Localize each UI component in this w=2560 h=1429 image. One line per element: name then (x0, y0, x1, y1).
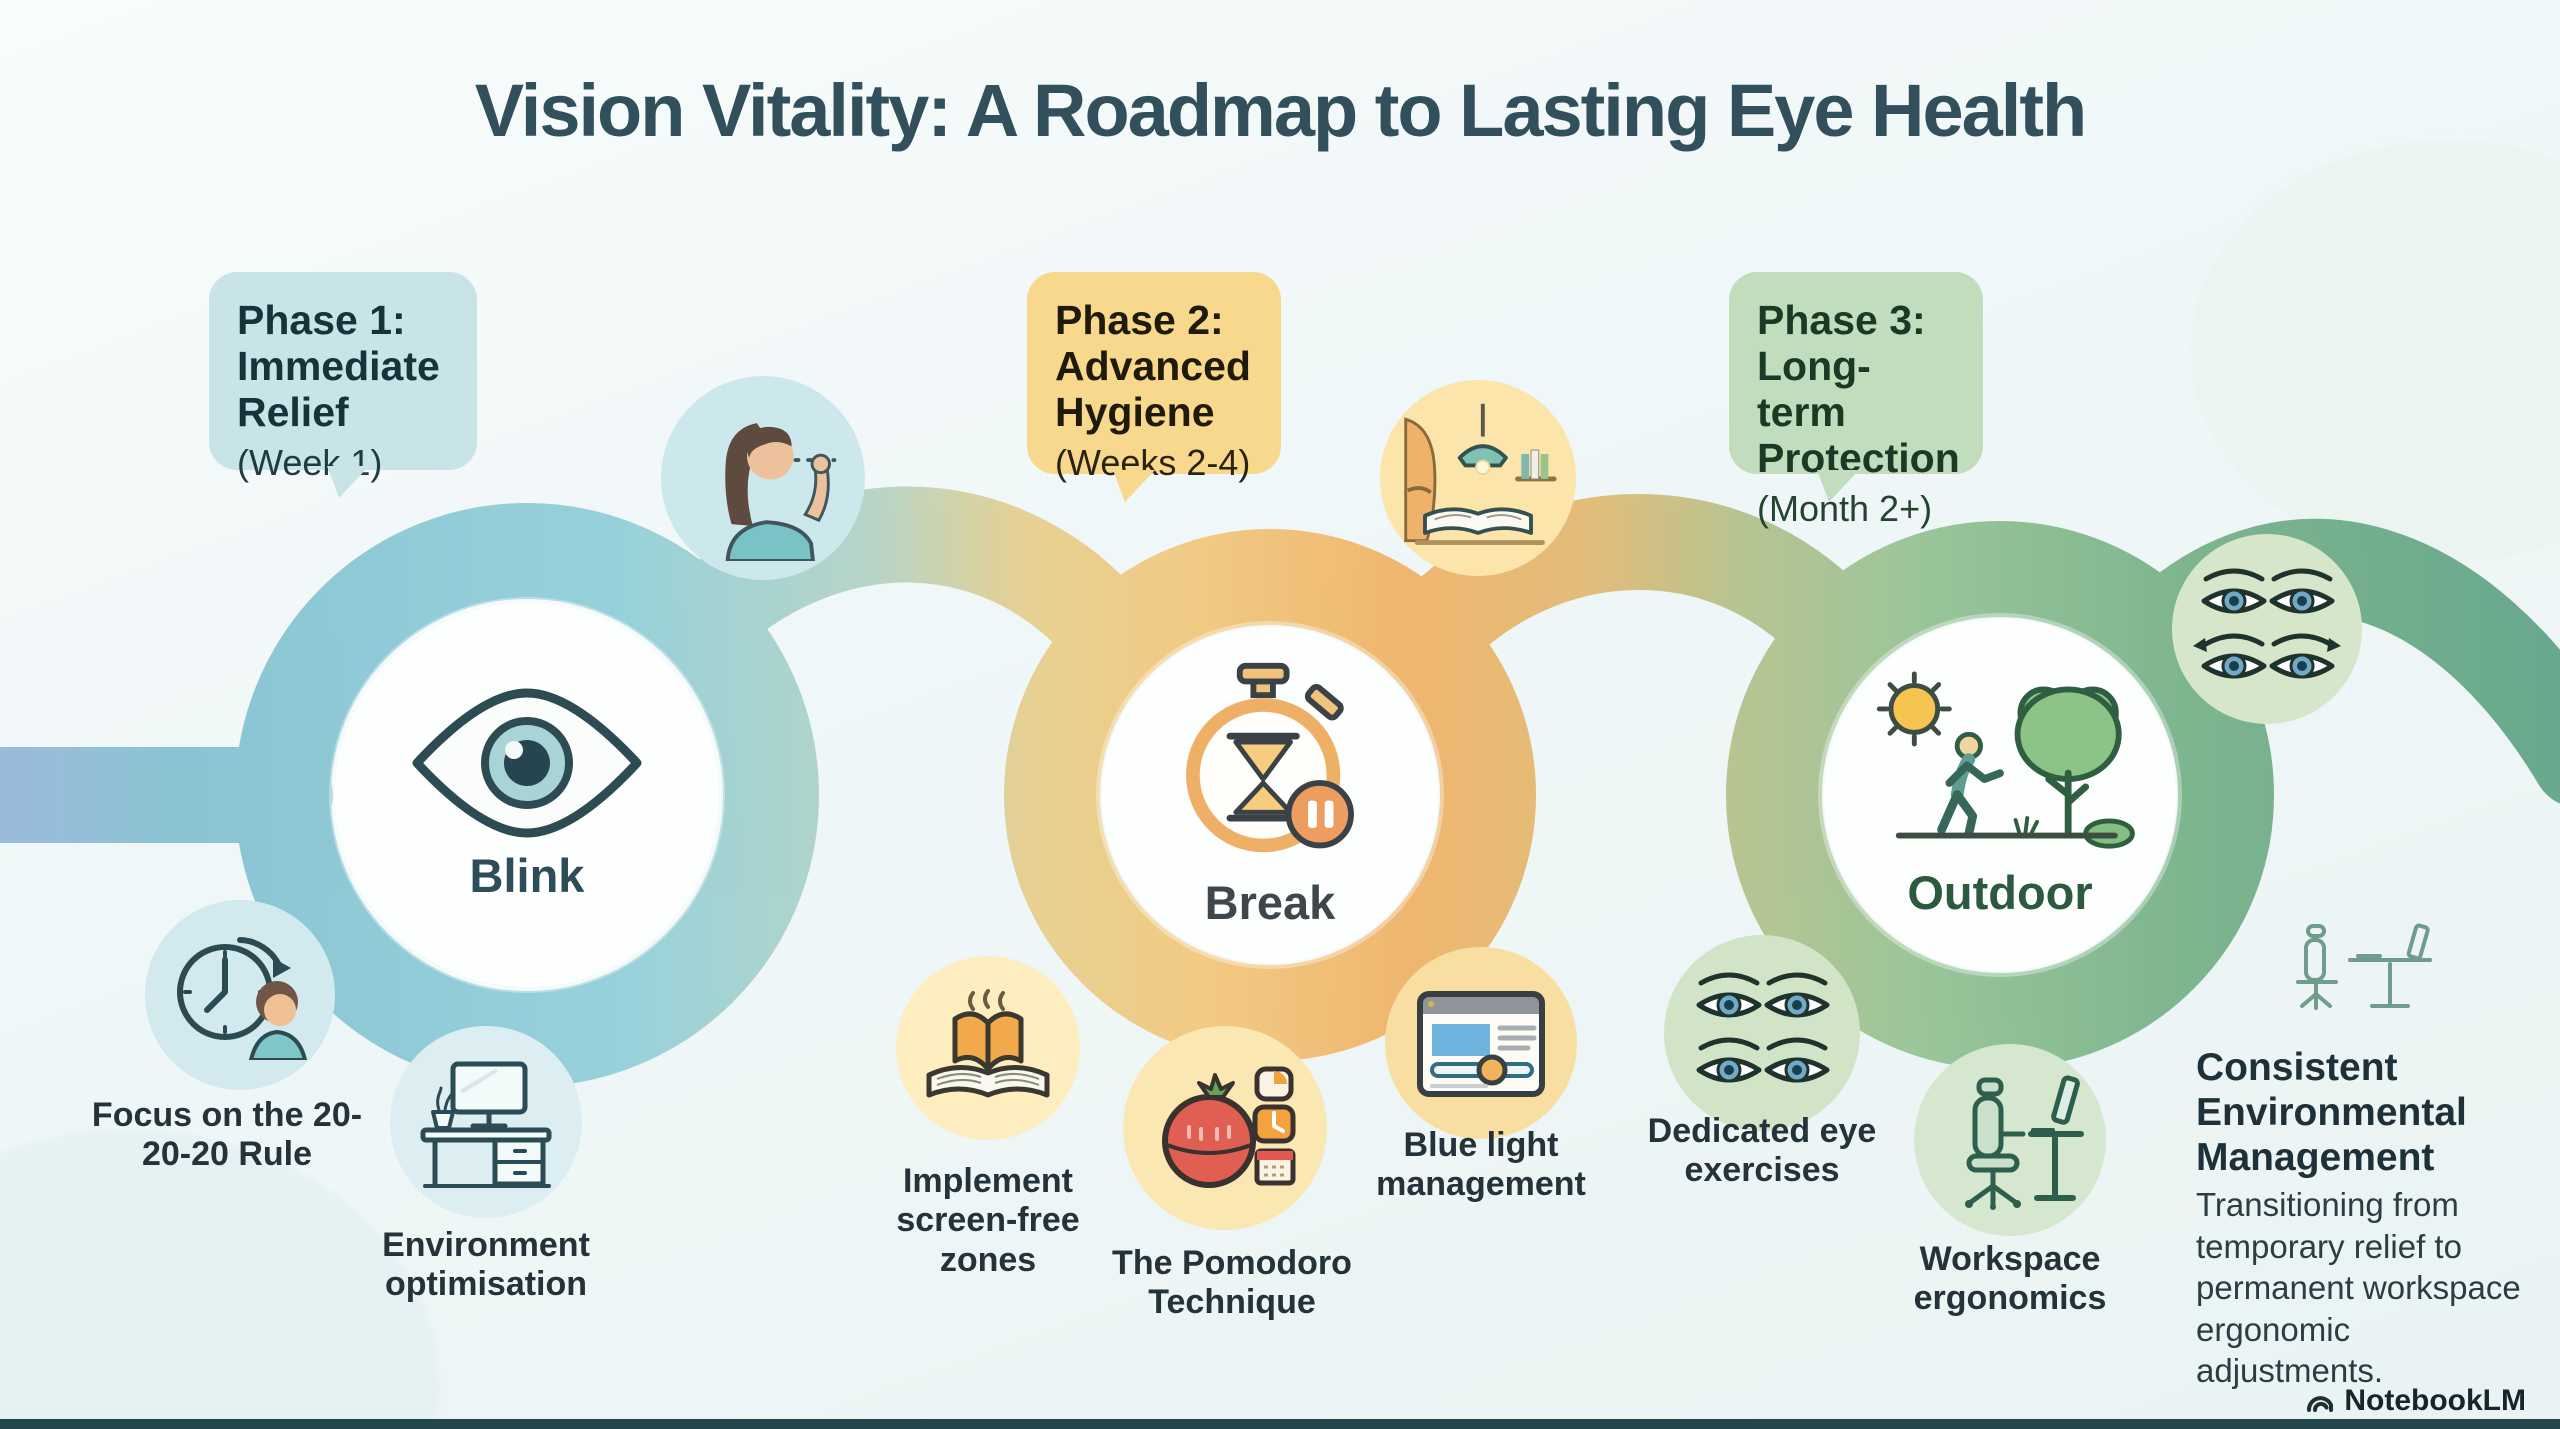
phase-1-heading: Phase 1: Immediate Relief (237, 297, 440, 435)
milestone-blink: Blink (335, 603, 719, 987)
brand-footer: NotebookLM (2304, 1384, 2526, 1418)
item-screen-free-label: Implement screen-free zones (896, 1162, 1080, 1279)
clock-person-icon (177, 937, 308, 1060)
callout-body: Transitioning from temporary relief to p… (2196, 1186, 2521, 1390)
item-pomodoro-label: The Pomodoro Technique (1112, 1244, 1352, 1322)
page-title: Vision Vitality: A Roadmap to Lasting Ey… (474, 69, 2087, 152)
phase-3-subheading: (Month 2+) (1757, 487, 1933, 529)
open-book-icon (926, 989, 1050, 1098)
decoration-eye-movement (2172, 534, 2362, 724)
eye-movement-icon (2193, 556, 2341, 702)
decoration-reading-nook (1380, 380, 1576, 576)
callout-heading: Consistent Environmental Management (2196, 1046, 2467, 1179)
brand-name: NotebookLM (2344, 1384, 2526, 1417)
item-environment-label: Environment optimisation (382, 1226, 590, 1304)
desk-monitor-icon (420, 1061, 552, 1188)
milestone-outdoor: Outdoor (1824, 619, 2176, 971)
item-screen-free (896, 956, 1080, 1140)
phase-2-subheading: (Weeks 2-4) (1055, 441, 1251, 483)
notebooklm-logo-icon (2307, 1396, 2334, 1412)
item-environment (390, 1026, 582, 1218)
phase-1-bubble: Phase 1: Immediate Relief (Week 1) (209, 272, 477, 498)
item-blue-light (1385, 947, 1577, 1139)
milestone-blink-label: Blink (469, 848, 585, 902)
phase-2-bubble: Phase 2: Advanced Hygiene (Weeks 2-4) (1027, 272, 1281, 502)
screen-slider-icon (1417, 991, 1545, 1097)
phase-2-heading: Phase 2: Advanced Hygiene (1055, 297, 1251, 435)
phase-3-heading: Phase 3: Long-term Protection (1757, 297, 1960, 481)
item-20-20-20 (145, 900, 335, 1090)
item-blue-light-label: Blue light management (1376, 1126, 1586, 1204)
item-ergonomics-label: Workspace ergonomics (1913, 1240, 2107, 1318)
stopwatch-pause-icon (1186, 662, 1354, 853)
item-20-20-20-label: Focus on the 20-20-20 Rule (91, 1096, 363, 1174)
decoration-woman (661, 376, 865, 580)
phase-1-subheading: (Week 1) (237, 441, 383, 483)
milestone-break-label: Break (1204, 876, 1336, 929)
milestone-outdoor-label: Outdoor (1907, 866, 2093, 919)
outdoor-walking-icon (1876, 671, 2135, 849)
woman-gazing-icon (724, 422, 836, 561)
item-ergonomics (1914, 1044, 2106, 1236)
eye-icon (412, 688, 642, 837)
milestone-break: Break (1102, 627, 1438, 963)
bottom-border-strip (0, 1419, 2560, 1429)
item-eye-exercises-label: Dedicated eye exercises (1647, 1112, 1877, 1190)
ergonomic-chair-icon (1965, 1075, 2084, 1210)
item-pomodoro (1123, 1026, 1327, 1230)
phase-3-bubble: Phase 3: Long-term Protection (Month 2+) (1729, 272, 1983, 529)
reading-nook-icon (1404, 403, 1557, 545)
tomato-timer-icon (1162, 1066, 1296, 1188)
item-eye-exercises (1664, 935, 1860, 1131)
desk-chair-outline-icon (2296, 923, 2432, 1010)
eye-exercises-icon (1684, 960, 1840, 1106)
